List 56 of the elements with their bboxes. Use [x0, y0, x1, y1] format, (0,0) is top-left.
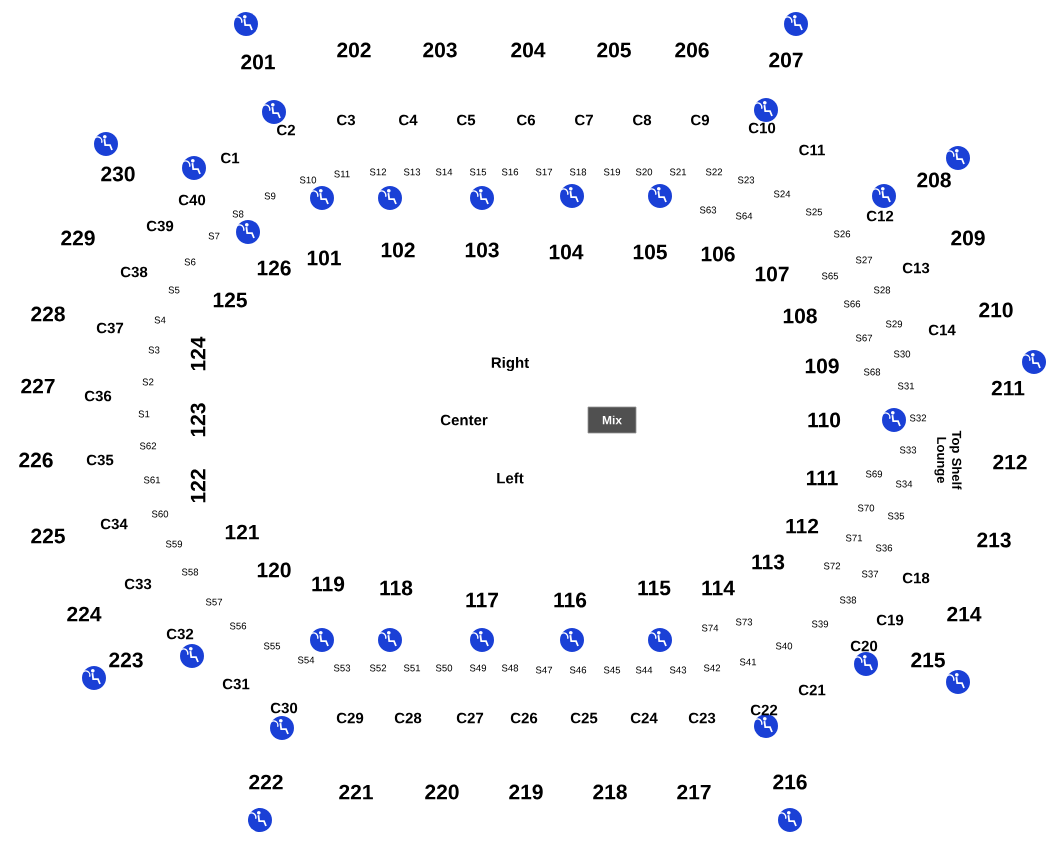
section-label: 104	[549, 244, 584, 260]
section-label: 201	[241, 54, 275, 70]
section-label: 109	[805, 358, 839, 374]
section-label: 118	[380, 580, 413, 596]
section-label: 220	[425, 784, 459, 800]
section-label: 117	[466, 592, 498, 608]
section-label: 114	[702, 580, 735, 596]
section-label: 211	[991, 380, 1025, 396]
section-label: 208	[917, 172, 951, 188]
section-label: 204	[511, 42, 546, 58]
section-label: 110	[808, 412, 841, 428]
section-label: 213	[977, 532, 1011, 548]
section-label: 225	[31, 528, 65, 544]
section-label: 229	[61, 230, 95, 246]
section-label: 125	[213, 292, 247, 308]
section-label: 216	[773, 774, 807, 790]
section-label: 224	[67, 606, 102, 622]
section-label: 206	[675, 42, 709, 58]
section-label: 103	[465, 242, 499, 258]
section-label: 121	[225, 524, 259, 540]
section-label: 120	[257, 562, 291, 578]
section-label: 113	[752, 554, 785, 570]
section-label: 219	[509, 784, 543, 800]
section-label: 218	[593, 784, 627, 800]
section-label: 202	[337, 42, 371, 58]
section-label: 230	[101, 166, 135, 182]
section-label: 115	[638, 580, 671, 596]
section-label: 116	[554, 592, 587, 608]
section-label: 222	[249, 774, 283, 790]
section-label: 205	[597, 42, 631, 58]
section-label: 126	[257, 260, 291, 276]
section-label: 108	[783, 308, 817, 324]
section-label: 209	[951, 230, 985, 246]
section-label: 214	[947, 606, 982, 622]
section-label: 119	[312, 576, 345, 592]
section-label: 124	[190, 336, 206, 371]
section-label: 228	[31, 306, 65, 322]
section-label: 227	[21, 378, 55, 394]
section-label: 226	[19, 452, 53, 468]
section-label: 112	[786, 518, 819, 534]
section-label: 215	[911, 652, 945, 668]
section-label: 223	[109, 652, 143, 668]
section-label: 203	[423, 42, 457, 58]
section-label: 207	[769, 52, 803, 68]
section-label: 210	[979, 302, 1013, 318]
section-label: 111	[806, 470, 838, 486]
section-label: 105	[633, 244, 667, 260]
section-label: 123	[190, 403, 206, 437]
section-label: 102	[381, 242, 415, 258]
section-label: 212	[993, 454, 1027, 470]
section-label: 107	[755, 266, 789, 282]
section-label: 101	[307, 250, 341, 266]
section-label: 122	[190, 469, 206, 503]
section-label: 106	[701, 246, 735, 262]
section-label: 217	[677, 784, 711, 800]
section-label: 221	[339, 784, 373, 800]
